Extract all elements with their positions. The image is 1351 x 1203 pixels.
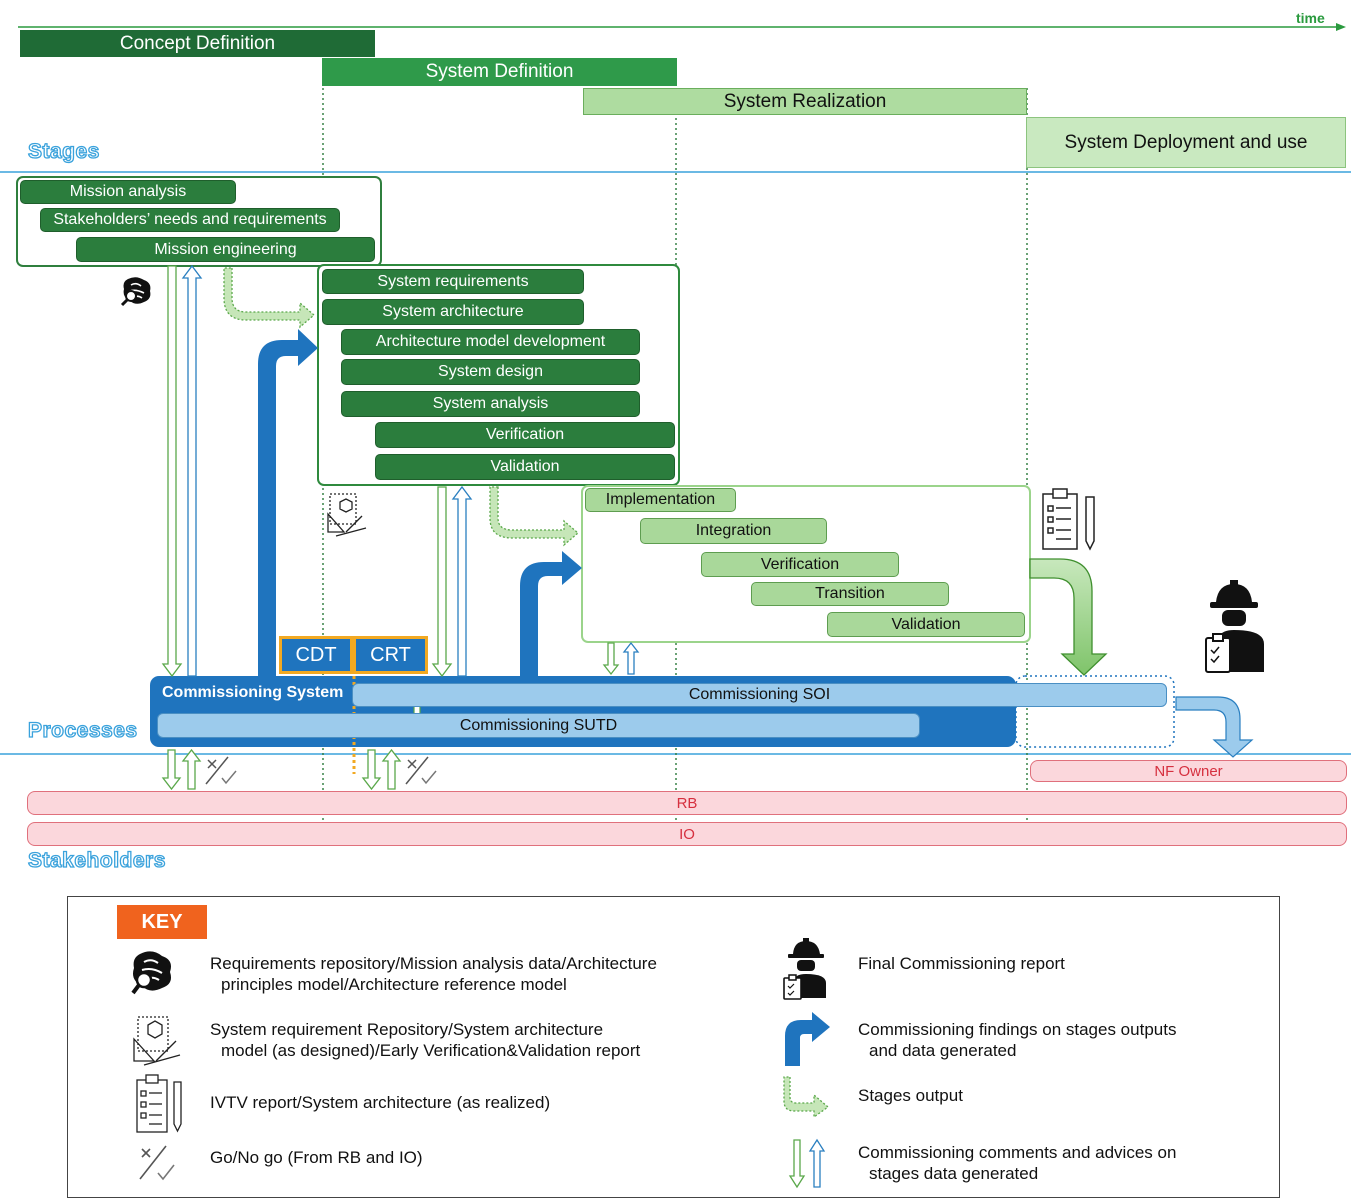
key-panel (67, 896, 1280, 1198)
brain-search-icon (120, 277, 151, 307)
comments-arrows-5 (361, 748, 402, 791)
key-item-2-text: System requirement Repository/System arc… (210, 1020, 641, 1060)
key-item-5-text: Final Commissioning report (858, 954, 1065, 973)
final-report-arrow (1175, 696, 1254, 758)
stage-system-deployment: System Deployment and use (1026, 117, 1346, 168)
process-integration: Integration (640, 518, 827, 544)
stakeholder-nf-owner: NF Owner (1030, 760, 1347, 782)
processes-section-label: Processes (27, 718, 138, 742)
key-brain-search-icon (131, 951, 171, 995)
stage-system-definition: System Definition (322, 58, 677, 86)
time-label: time (1296, 10, 1325, 26)
key-go-nogo-icon (139, 1145, 175, 1181)
key-item-1-text: Requirements repository/Mission analysis… (210, 954, 657, 994)
key-item-7-text: Stages output (858, 1086, 963, 1105)
commissioning-extension-box (1015, 675, 1175, 748)
process-realization-validation: Validation (827, 612, 1025, 637)
time-arrowhead (1336, 23, 1346, 31)
go-nogo-icon-1 (205, 756, 237, 785)
process-system-design: System design (341, 359, 640, 385)
stage-system-realization: System Realization (583, 88, 1027, 115)
process-system-analysis: System analysis (341, 391, 640, 417)
process-realization-verification: Verification (701, 552, 899, 577)
cdt-box: CDT (279, 636, 353, 674)
stakeholder-rb: RB (27, 791, 1347, 815)
findings-arrow-2 (520, 551, 582, 676)
comments-arrows-1 (161, 264, 203, 678)
key-title: KEY (117, 905, 207, 939)
key-blue-bent-arrow-icon (785, 1012, 830, 1066)
stage-concept-definition: Concept Definition (20, 30, 375, 57)
go-nogo-icon-2 (405, 756, 437, 785)
key-clipboard-pencil-icon (136, 1074, 182, 1133)
stages-section-label: Stages (27, 139, 100, 163)
stages-output-arrow-2 (489, 486, 579, 547)
process-mission-engineering: Mission engineering (76, 237, 375, 262)
clipboard-pencil-icon (1042, 488, 1095, 551)
process-definition-validation: Validation (375, 454, 675, 480)
findings-arrow-1 (258, 329, 318, 676)
stakeholders-section-label: Stakeholders (27, 848, 166, 872)
process-system-architecture: System architecture (322, 299, 584, 325)
key-design-tools-icon (133, 1016, 181, 1066)
process-transition: Transition (751, 582, 949, 606)
key-item-6-text: Commissioning findings on stages outputs… (858, 1020, 1177, 1060)
comments-arrows-4 (161, 748, 202, 791)
process-mission-analysis: Mission analysis (20, 180, 236, 204)
key-item-3-text: IVTV report/System architecture (as real… (210, 1093, 551, 1112)
key-item-4-text: Go/No go (From RB and IO) (210, 1148, 423, 1167)
crt-box: CRT (353, 636, 428, 674)
commissioning-soi-bar: Commissioning SOI (352, 683, 1167, 707)
process-stakeholders-needs: Stakeholders’ needs and requirements (40, 208, 340, 232)
comments-arrows-3 (602, 641, 640, 676)
comments-arrows-2 (431, 485, 473, 678)
key-green-dotted-arrow-icon (783, 1076, 830, 1119)
key-up-down-arrows-icon (788, 1138, 826, 1189)
process-implementation: Implementation (585, 488, 736, 512)
commissioning-sutd-bar: Commissioning SUTD (157, 713, 920, 738)
design-tools-icon (327, 493, 367, 537)
key-worker-report-icon (783, 938, 826, 1000)
stages-output-arrow-1 (223, 267, 315, 329)
commissioning-system-label: Commissioning System (162, 684, 344, 701)
worker-report-icon (1205, 580, 1264, 673)
process-architecture-model-development: Architecture model development (341, 329, 640, 355)
process-system-requirements: System requirements (322, 269, 584, 294)
deployment-arrow (1029, 558, 1108, 676)
process-definition-verification: Verification (375, 422, 675, 448)
stakeholder-io: IO (27, 822, 1347, 846)
key-item-8-text: Commissioning comments and advices on st… (858, 1143, 1177, 1183)
